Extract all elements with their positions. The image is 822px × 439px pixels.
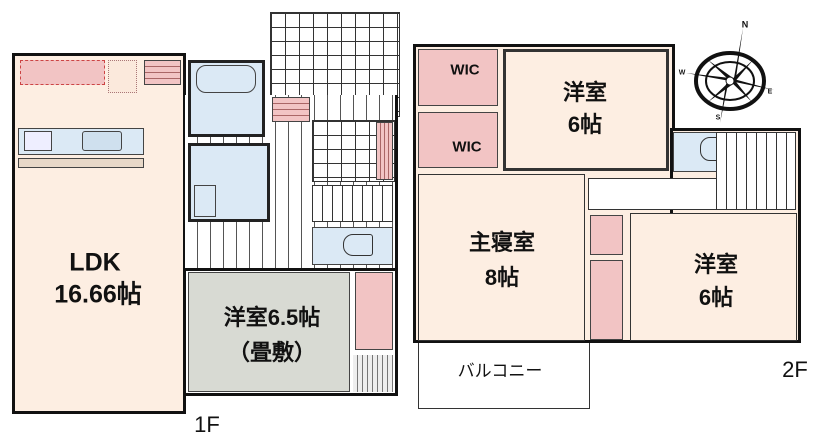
closet-1f xyxy=(355,272,393,350)
western-room-top xyxy=(503,49,669,171)
western-room-right xyxy=(630,213,797,341)
counter-bar xyxy=(18,158,144,168)
western-room-name: 洋室6.5帖 xyxy=(223,305,321,330)
fridge-space xyxy=(108,60,137,93)
kitchen-top-cabinet xyxy=(20,60,105,85)
ldk-size: 16.66帖 xyxy=(54,280,142,309)
bathtub-icon xyxy=(196,65,256,93)
ldk-name: LDK xyxy=(69,248,121,277)
stair-storage-1f xyxy=(144,60,181,85)
washbasin-icon xyxy=(194,185,216,217)
balcony xyxy=(418,343,590,409)
ldk-room xyxy=(12,53,186,414)
wic-2 xyxy=(418,112,498,168)
compass-east: E xyxy=(767,88,773,96)
western-room-right-name: 洋室 xyxy=(693,252,739,277)
wic-1 xyxy=(418,49,498,106)
compass-icon xyxy=(686,28,774,123)
western-room-note: （畳敷） xyxy=(227,340,317,365)
master-bedroom-size: 8帖 xyxy=(484,265,520,290)
master-bedroom xyxy=(418,174,585,341)
compass-west: W xyxy=(678,69,686,77)
sink-icon xyxy=(82,131,122,151)
storage-2f xyxy=(590,215,623,255)
storage-1f xyxy=(353,355,393,392)
western-room-top-size: 6帖 xyxy=(567,112,603,137)
compass-north: N xyxy=(741,19,749,30)
compass-south: S xyxy=(715,114,721,122)
corridor-2f xyxy=(588,178,718,210)
staircase-2f xyxy=(716,132,796,210)
tatami-floor xyxy=(188,272,350,392)
floor-label-1f: 1F xyxy=(194,412,220,437)
shoe-cabinet xyxy=(376,122,393,180)
closet-2f xyxy=(590,260,623,340)
washroom xyxy=(188,143,270,222)
toilet-icon-1f xyxy=(343,234,373,256)
western-room-right-size: 6帖 xyxy=(698,285,734,310)
floor-label-2f: 2F xyxy=(782,357,808,382)
balcony-label: バルコニー xyxy=(457,361,543,381)
stair-storage-hall xyxy=(272,97,310,122)
master-bedroom-name: 主寝室 xyxy=(468,230,536,255)
wic-2-label: WIC xyxy=(452,138,482,156)
stove-icon xyxy=(24,131,52,151)
western-room-top-name: 洋室 xyxy=(562,80,608,105)
staircase-1f xyxy=(312,185,393,222)
wic-1-label: WIC xyxy=(450,61,480,79)
